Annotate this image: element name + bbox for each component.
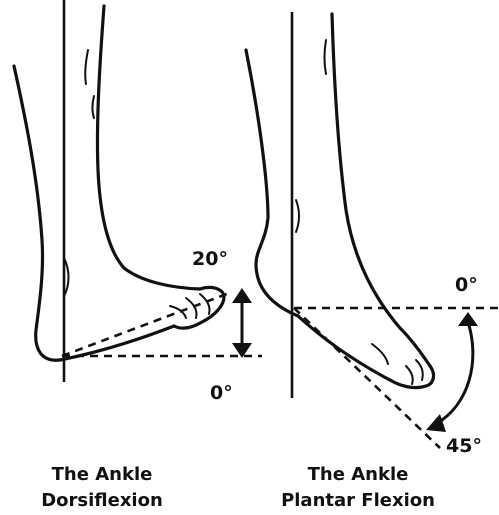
plantar-toe-line-1 — [406, 366, 413, 384]
plantar-arrow-head-bottom — [426, 414, 446, 432]
dorsiflexion-caption-line-1: The Ankle — [12, 462, 192, 488]
plantar-top-angle-label: 0° — [455, 276, 478, 295]
dorsiflexion-toe-line-3 — [170, 306, 186, 318]
dorsiflexion-drawing — [14, 0, 262, 382]
dorsiflexion-twenty-degree-line — [62, 292, 232, 356]
plantar-caption-line-2: Plantar Flexion — [268, 488, 448, 514]
dorsiflexion-arrow-head-up — [232, 288, 252, 303]
dorsiflexion-caption: The Ankle Dorsiflexion — [12, 462, 192, 514]
dorsiflexion-caption-line-2: Dorsiflexion — [12, 488, 192, 514]
plantar-leg-back-outline — [246, 50, 298, 316]
dorsiflexion-shin-front-outline — [97, 6, 200, 289]
plantar-caption-line-1: The Ankle — [268, 462, 448, 488]
dorsiflexion-top-angle-label: 20° — [192, 250, 228, 269]
plantar-range-arc-arrow — [436, 322, 473, 424]
plantar-forty-five-degree-line — [294, 308, 440, 448]
plantar-arrow-head-top — [458, 312, 478, 326]
dorsiflexion-bottom-angle-label: 0° — [210, 384, 233, 403]
plantar-flexion-drawing — [246, 12, 499, 448]
dorsiflexion-shin-detail-2 — [93, 96, 95, 118]
plantar-flexion-caption: The Ankle Plantar Flexion — [268, 462, 448, 514]
plantar-toe-line-3 — [372, 344, 388, 364]
plantar-ankle-bone-mark — [296, 200, 299, 232]
dorsiflexion-toes-outline — [174, 287, 224, 328]
dorsiflexion-shin-detail — [85, 50, 88, 84]
dorsiflexion-leg-back-outline — [14, 66, 60, 360]
dorsiflexion-toe-line-2 — [200, 294, 210, 314]
plantar-shin-detail — [325, 40, 327, 74]
plantar-toe-line-2 — [416, 360, 423, 380]
plantar-bottom-angle-label: 45° — [446, 437, 482, 456]
dorsiflexion-toe-line-1 — [186, 298, 197, 318]
plantar-shin-front-outline — [332, 14, 430, 366]
